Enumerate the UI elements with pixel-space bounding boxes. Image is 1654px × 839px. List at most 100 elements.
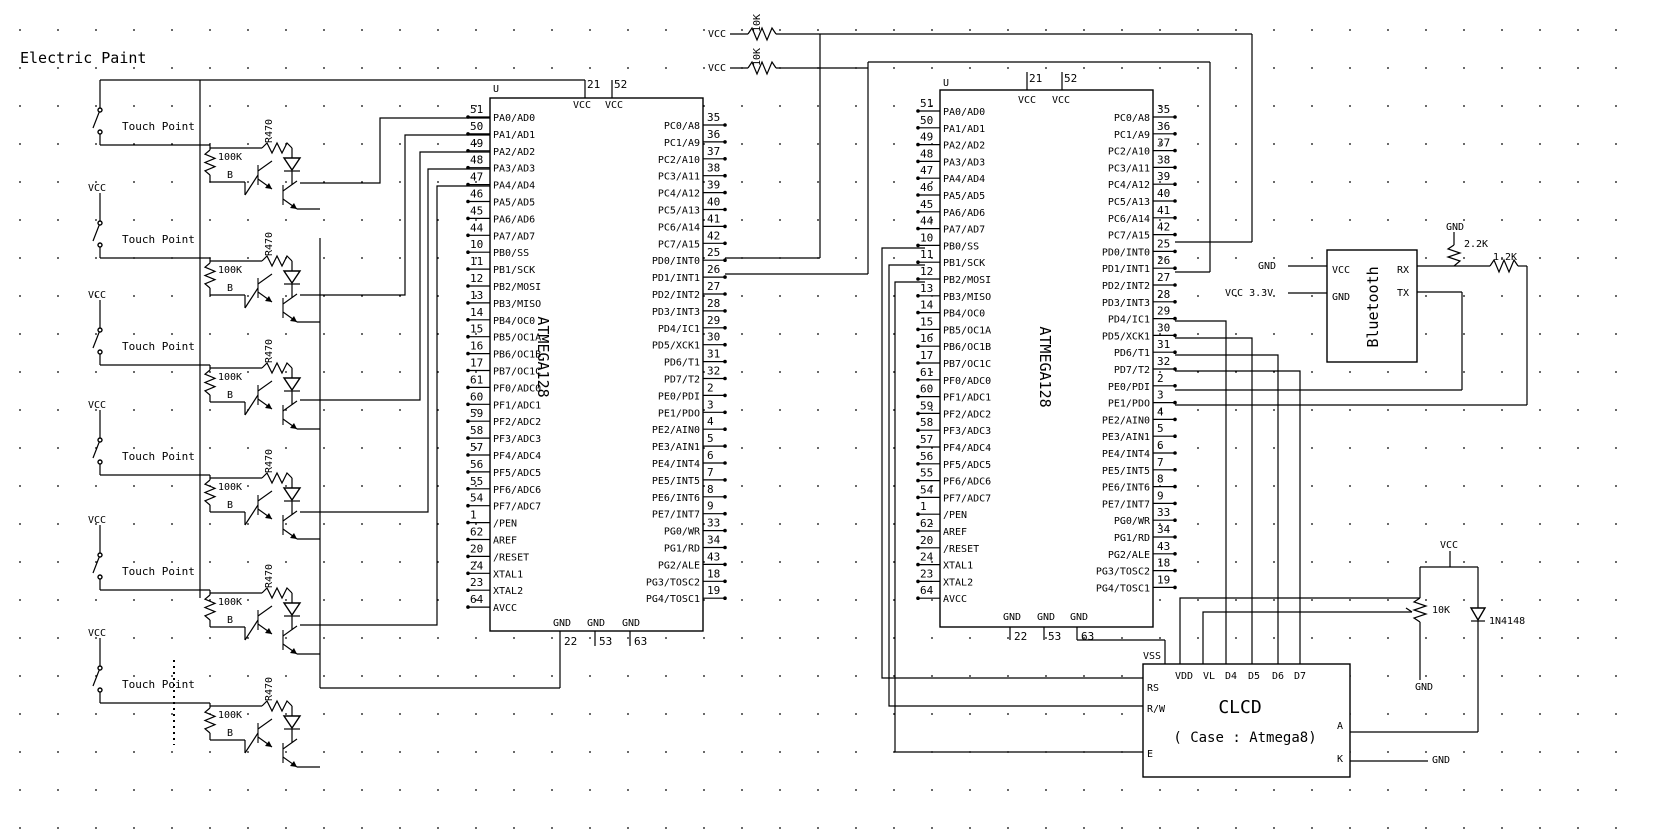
- right-mcu-left-pin-label: PB2/MOSI: [943, 275, 991, 286]
- left-mcu-gnd-pin-1: 22: [564, 635, 577, 648]
- resistor-r470-label: R470: [264, 232, 275, 256]
- left-mcu-right-pin-label: PC4/A12: [658, 189, 700, 200]
- right-mcu-right-pin-num: 30: [1157, 321, 1170, 334]
- left-mcu-right-pin-num: 31: [707, 348, 720, 361]
- right-mcu-left-pin-num: 62: [920, 517, 933, 530]
- left-mcu-left-pin-num: 11: [470, 255, 483, 268]
- clcd-pin-vl: VL: [1203, 671, 1215, 682]
- left-mcu-right-pin-label: PG0/WR: [664, 527, 701, 538]
- lcd-pot-label: 10K: [1432, 605, 1450, 616]
- right-mcu-left-pin-label: PB6/OC1B: [943, 342, 991, 353]
- left-mcu-left-pin-num: 59: [470, 407, 483, 420]
- right-mcu-left-pin-label: PF5/ADC5: [943, 460, 991, 471]
- left-mcu-gnd-label-2: GND: [587, 618, 605, 629]
- clcd-name: CLCD: [1218, 697, 1261, 718]
- right-mcu-right-pin-num: 39: [1157, 170, 1170, 183]
- right-mcu-right-pin-num: 7: [1157, 456, 1164, 469]
- left-mcu-gnd-label-1: GND: [553, 618, 571, 629]
- clcd-pin-rw: R/W: [1147, 704, 1166, 715]
- left-mcu-gnd-pin-2: 53: [599, 635, 612, 648]
- left-mcu-right-pin-label: PE1/PDO: [658, 408, 700, 419]
- left-mcu-right-pin-label: PE2/AIN0: [652, 425, 700, 436]
- right-mcu-left-pin-label: /PEN: [943, 510, 967, 521]
- right-mcu-left-pin-label: PA2/AD2: [943, 141, 985, 152]
- left-mcu-left-pin-label: PB0/SS: [493, 248, 529, 259]
- pullup-vcc-1: VCC: [708, 29, 726, 40]
- left-mcu-right-pin-num: 37: [707, 145, 720, 158]
- left-mcu-left-pin-label: PA6/AD6: [493, 214, 535, 225]
- resistor-100k-label: 100K: [218, 152, 242, 163]
- left-mcu-right-pin-num: 19: [707, 584, 720, 597]
- right-mcu-left-pin-num: 55: [920, 467, 933, 480]
- grid-dots: [19, 29, 1617, 829]
- right-mcu-left-pin-label: XTAL1: [943, 561, 973, 572]
- right-mcu-right-pin-label: PC2/A10: [1108, 147, 1150, 158]
- left-mcu-left-pin-label: PA1/AD1: [493, 130, 535, 141]
- right-mcu-left-pin-label: PF3/ADC3: [943, 426, 991, 437]
- right-mcu-name: ATMEGA128: [1036, 326, 1054, 407]
- right-mcu-right-pin-num: 19: [1157, 573, 1170, 586]
- left-mcu-left-pin-label: PB7/OC1C: [493, 367, 541, 378]
- right-mcu-right-pin-label: PE3/AIN1: [1102, 432, 1150, 443]
- resistor-r470-label: R470: [264, 677, 275, 701]
- transistor-base-label: B: [227, 170, 233, 181]
- left-mcu-left-pin-num: 58: [470, 424, 483, 437]
- left-mcu-gnd-pin-3: 63: [634, 635, 647, 648]
- left-mcu-right-pin-num: 42: [707, 229, 720, 242]
- right-mcu-gnd-pin-1: 22: [1014, 630, 1027, 643]
- pullup-10k-2-label: 10K: [752, 48, 763, 66]
- right-mcu-right-pin-label: PD2/INT2: [1102, 281, 1150, 292]
- clcd-subtitle: ( Case : Atmega8): [1173, 730, 1316, 746]
- left-mcu-left-pin-num: 51: [470, 103, 483, 116]
- left-mcu-right-pin-num: 2: [707, 381, 714, 394]
- left-mcu-right-pin-num: 4: [707, 415, 714, 428]
- right-mcu-right-pin-num: 41: [1157, 204, 1170, 217]
- left-mcu-left-pin-num: 10: [470, 238, 483, 251]
- left-mcu-right-pin-num: 35: [707, 111, 720, 124]
- right-mcu-right-pin-num: 27: [1157, 271, 1170, 284]
- right-mcu-left-pin-num: 46: [920, 181, 933, 194]
- left-mcu-right-pin-label: PD7/T2: [664, 375, 700, 386]
- transistor-base-label: B: [227, 390, 233, 401]
- touch-point-label: Touch Point: [122, 120, 195, 133]
- right-mcu-vcc-pin-2: 52: [1064, 72, 1077, 85]
- bluetooth-pin-gnd: GND: [1332, 292, 1350, 303]
- lcd-pot-gnd: GND: [1415, 682, 1433, 693]
- left-mcu-left-pin-label: PB1/SCK: [493, 265, 535, 276]
- touch-point-label: Touch Point: [122, 233, 195, 246]
- left-mcu-left-pin-label: PF5/ADC5: [493, 468, 541, 479]
- right-mcu-right-pin-label: PC0/A8: [1114, 113, 1150, 124]
- right-mcu-right-pin-num: 3: [1157, 389, 1164, 402]
- left-mcu-right-pin-num: 33: [707, 517, 720, 530]
- left-mcu-name: ATMEGA128: [534, 316, 552, 397]
- clcd-pin-a: A: [1337, 721, 1343, 732]
- left-mcu-left-pin-label: PB3/MISO: [493, 299, 541, 310]
- left-mcu-left-pin-num: 47: [470, 171, 483, 184]
- left-mcu-right-pin-num: 18: [707, 567, 720, 580]
- left-mcu-right-pin-num: 26: [707, 263, 720, 276]
- right-mcu-right-pin-num: 40: [1157, 187, 1170, 200]
- right-mcu-left-pin-num: 47: [920, 164, 933, 177]
- diode-label: 1N4148: [1489, 616, 1525, 627]
- left-mcu-right-pin-num: 38: [707, 162, 720, 175]
- resistor-100k-label: 100K: [218, 265, 242, 276]
- left-mcu-right-pin-label: PD2/INT2: [652, 290, 700, 301]
- bluetooth-pin-vcc: VCC: [1332, 265, 1350, 276]
- left-mcu-right-pin-num: 32: [707, 365, 720, 378]
- transistor-base-label: B: [227, 500, 233, 511]
- right-mcu-right-pin-label: PD4/IC1: [1108, 315, 1150, 326]
- right-mcu-left-pin-num: 1: [920, 500, 927, 513]
- right-mcu-left-pin-label: PB0/SS: [943, 241, 979, 252]
- right-mcu-right-pin-label: PE7/INT7: [1102, 499, 1150, 510]
- left-mcu-right-pin-label: PG1/RD: [664, 544, 700, 555]
- right-mcu-right-pin-label: PD5/XCK1: [1102, 331, 1150, 342]
- left-mcu-left-pin-num: 54: [470, 492, 484, 505]
- right-mcu-left-pin-num: 24: [920, 551, 934, 564]
- right-mcu-right-pin-label: PG3/TOSC2: [1096, 567, 1150, 578]
- left-mcu-left-pin-num: 45: [470, 204, 483, 217]
- left-mcu-left-pin-num: 13: [470, 289, 483, 302]
- right-mcu-right-pin-num: 36: [1157, 120, 1170, 133]
- clcd-pin-e: E: [1147, 749, 1153, 760]
- right-mcu-left-pin-label: PB4/OC0: [943, 309, 985, 320]
